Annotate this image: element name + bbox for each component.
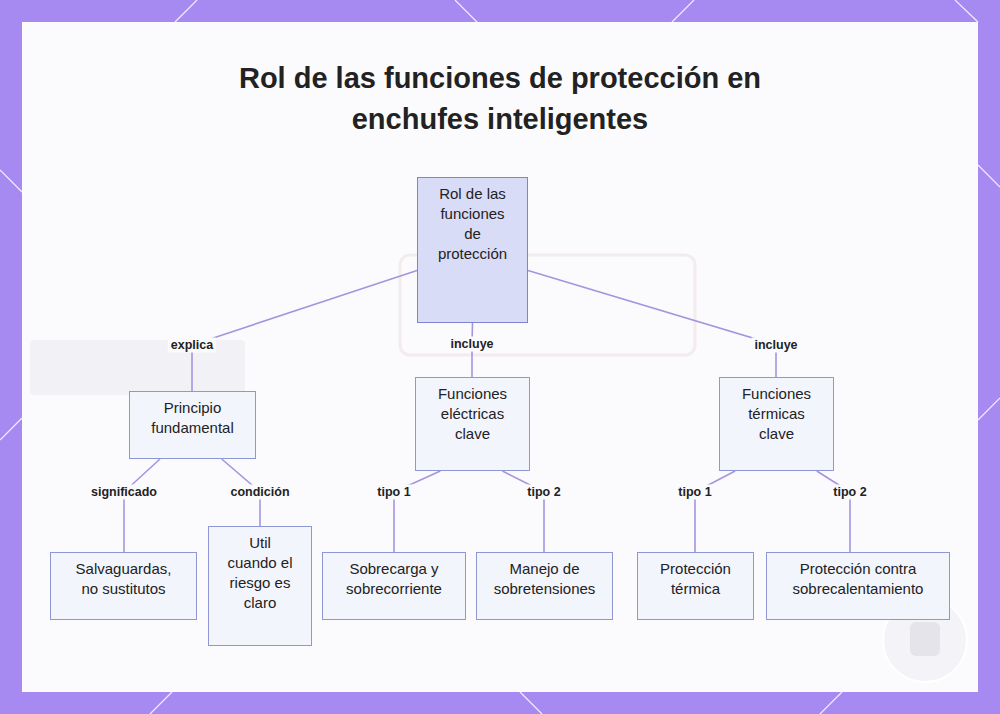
connector-line bbox=[695, 471, 735, 552]
root-concept: Rol de las funciones de protección bbox=[417, 177, 528, 323]
edge-label: tipo 2 bbox=[524, 485, 563, 500]
node-text: Salvaguardas, no sustitutos bbox=[69, 559, 178, 599]
leaf-box: Protección contra sobrecalentamiento bbox=[766, 552, 950, 620]
faded-backdrop bbox=[30, 255, 695, 395]
edge-label: incluye bbox=[447, 337, 496, 352]
connector-line bbox=[192, 270, 417, 391]
node-text: Util cuando el riesgo es claro bbox=[225, 533, 295, 613]
node-text: Funciones eléctricas clave bbox=[426, 384, 519, 444]
concept-box: Funciones térmicas clave bbox=[719, 377, 834, 471]
leaf-box: Util cuando el riesgo es claro bbox=[208, 526, 312, 646]
node-text: Protección térmica bbox=[646, 559, 745, 599]
leaf-box: Sobrecarga y sobrecorriente bbox=[322, 552, 466, 620]
node-text: Principio fundamental bbox=[140, 398, 245, 438]
node-text: Sobrecarga y sobrecorriente bbox=[333, 559, 455, 599]
connector-line bbox=[394, 471, 440, 552]
node-text: Funciones térmicas clave bbox=[730, 384, 823, 444]
concept-box: Funciones eléctricas clave bbox=[415, 377, 530, 471]
edge-label: tipo 1 bbox=[675, 485, 714, 500]
edge-label: significado bbox=[88, 485, 160, 500]
edge-label: explica bbox=[168, 338, 216, 353]
connector-line bbox=[124, 459, 160, 552]
leaf-box: Salvaguardas, no sustitutos bbox=[50, 552, 197, 620]
connector-line bbox=[528, 270, 776, 377]
diagram-title: Rol de las funciones de protección en en… bbox=[227, 58, 773, 140]
edge-label: incluye bbox=[751, 338, 800, 353]
panel bbox=[22, 22, 978, 692]
connector-line bbox=[817, 471, 850, 552]
edge-label: condición bbox=[227, 485, 292, 500]
plug-icon-body bbox=[910, 622, 940, 656]
connector-line bbox=[502, 471, 544, 552]
leaf-box: Protección térmica bbox=[637, 552, 754, 620]
node-text: Protección contra sobrecalentamiento bbox=[777, 559, 939, 599]
leaf-box: Manejo de sobretensiones bbox=[476, 552, 613, 620]
concept-box: Principio fundamental bbox=[129, 391, 256, 459]
node-text: Rol de las funciones de protección bbox=[433, 184, 512, 264]
edge-label: tipo 1 bbox=[374, 485, 413, 500]
edge-label: tipo 2 bbox=[830, 485, 869, 500]
node-text: Manejo de sobretensiones bbox=[487, 559, 602, 599]
